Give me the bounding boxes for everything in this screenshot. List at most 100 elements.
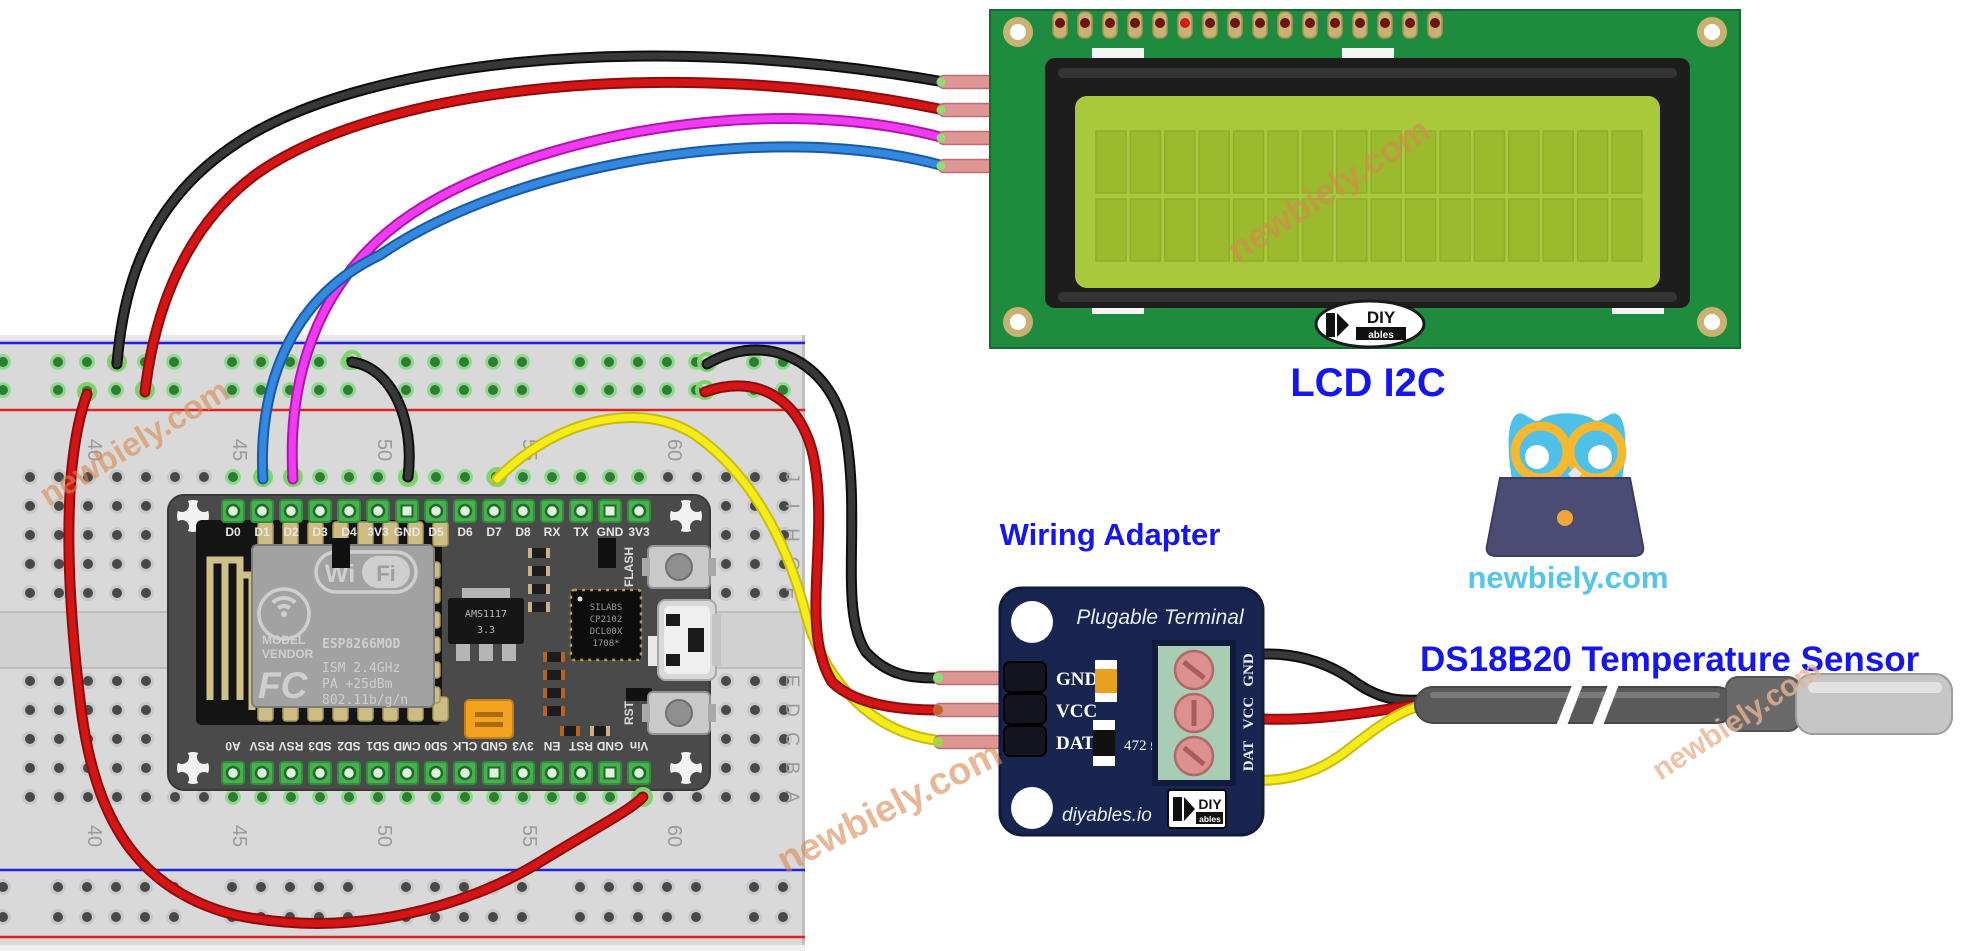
wire-red-vin <box>65 390 647 927</box>
micro-usb-port[interactable] <box>657 599 721 681</box>
nodemcu-pin-pad <box>457 503 473 519</box>
cable-break-mark <box>1587 666 1625 742</box>
lcd-mount-hole-center <box>1010 314 1026 330</box>
breadboard-hole <box>660 469 676 485</box>
breadboard-hole <box>51 789 67 805</box>
lcd-label: LCD I2C <box>1290 361 1446 405</box>
breadboard-hole <box>80 585 96 601</box>
nodemcu-pin-pad <box>370 765 386 781</box>
diyables-logo: DIY ables <box>1314 299 1426 349</box>
column-number: 50 <box>373 825 395 847</box>
breadboard-hole <box>776 702 792 718</box>
breadboard-hole <box>138 789 154 805</box>
breadboard-hole <box>167 789 183 805</box>
reset-button-label: RST <box>622 700 636 725</box>
breadboard-hole <box>166 909 182 925</box>
pin-label-bottom: CMD <box>393 739 421 753</box>
lcd-header-pin-hole <box>1230 18 1240 28</box>
lcd-header-pin-hole <box>1105 18 1115 28</box>
column-number: 45 <box>228 439 250 461</box>
terminal-pin-label: GND <box>1241 653 1257 687</box>
mount-hole-notch <box>175 520 189 534</box>
usb-chip-line: CP2102 <box>590 615 623 625</box>
breadboard-hole <box>718 673 734 689</box>
breadboard-hole <box>399 789 415 805</box>
nodemcu-pin-pad <box>428 765 444 781</box>
nodemcu-pin-pad <box>341 765 357 781</box>
breadboard-hole <box>746 909 762 925</box>
breadboard-hole <box>572 382 588 398</box>
breadboard-hole <box>80 789 96 805</box>
breadboard-hole <box>660 789 676 805</box>
breadboard-hole <box>109 789 125 805</box>
breadboard-hole <box>456 354 472 370</box>
breadboard-hole <box>427 354 443 370</box>
breadboard-hole <box>630 382 646 398</box>
breadboard-hole <box>573 469 589 485</box>
reset-button[interactable]: RST <box>622 691 716 735</box>
pin-label-top: TX <box>573 525 588 539</box>
pin-label-top: D8 <box>515 525 531 539</box>
lcd-cell <box>1404 198 1437 262</box>
terminal-pin-label: DAT <box>1241 741 1257 772</box>
pin-tip <box>936 77 946 87</box>
lcd-cell <box>1370 198 1402 262</box>
breadboard-hole <box>312 469 328 485</box>
breadboard-hole <box>572 879 588 895</box>
breadboard-right-edge <box>802 335 805 945</box>
lcd-cell <box>1267 130 1299 194</box>
cable-break-mark <box>1551 666 1589 742</box>
lcd-logo-diy: DIY <box>1367 308 1396 327</box>
lcd-i2c-pin <box>937 74 995 90</box>
breadboard-hole <box>427 879 443 895</box>
lcd-cell <box>1404 130 1437 194</box>
breadboard-hole <box>22 760 38 776</box>
lcd-cell <box>1198 130 1230 194</box>
lcd-cell <box>1542 130 1574 194</box>
screw-slot <box>1182 745 1206 767</box>
pin-tip <box>933 673 943 683</box>
breadboard-hole <box>659 909 675 925</box>
esp-spec-line: 802.11b/g/n <box>322 693 408 708</box>
pin-label-top: 3V3 <box>367 525 389 539</box>
flash-button[interactable]: FLASH <box>622 545 716 589</box>
breadboard-hole <box>370 789 386 805</box>
nodemcu-pin-pad <box>399 765 415 781</box>
pin-tip <box>936 105 946 115</box>
breadboard-hole <box>341 789 357 805</box>
nodemcu-pin-pad <box>254 765 270 781</box>
mount-hole-notch <box>668 498 682 512</box>
voltage-regulator: AMS1117 3.3 <box>448 588 524 661</box>
adapter-site: diyables.io <box>1062 805 1152 826</box>
breadboard-hole <box>718 556 734 572</box>
lcd-left-pins <box>936 74 995 174</box>
breadboard-hole <box>225 469 241 485</box>
breadboard-hole <box>398 382 414 398</box>
lcd-cell <box>1439 198 1471 262</box>
lcd-header-pin-hole <box>1080 18 1090 28</box>
lcd-bezel-groove <box>1058 292 1677 302</box>
breadboard-hole <box>746 354 762 370</box>
esp-chip-name: ESP8266MOD <box>322 637 400 652</box>
breadboard-hole <box>515 789 531 805</box>
breadboard-hole <box>50 909 66 925</box>
breadboard-hole <box>51 731 67 747</box>
column-number: 45 <box>228 825 250 847</box>
lcd-cell <box>1473 130 1506 194</box>
row-letter: F <box>781 587 802 599</box>
breadboard-hole <box>747 469 763 485</box>
flash-button-label: FLASH <box>622 547 636 587</box>
breadboard-hole <box>253 879 269 895</box>
breadboard-hole <box>601 879 617 895</box>
breadboard-hole <box>718 585 734 601</box>
wire-magenta-lcd <box>288 115 948 483</box>
breadboard-hole <box>630 909 646 925</box>
breadboard-hole <box>514 909 530 925</box>
nodemcu-board: Wi Fi MODEL VENDOR ESP8266MOD FC ISM 2.4… <box>167 494 721 791</box>
lcd-cell <box>1301 130 1334 194</box>
breadboard-hole <box>456 382 472 398</box>
breadboard-hole <box>776 731 792 747</box>
adapter-pin-socket <box>1003 725 1047 757</box>
